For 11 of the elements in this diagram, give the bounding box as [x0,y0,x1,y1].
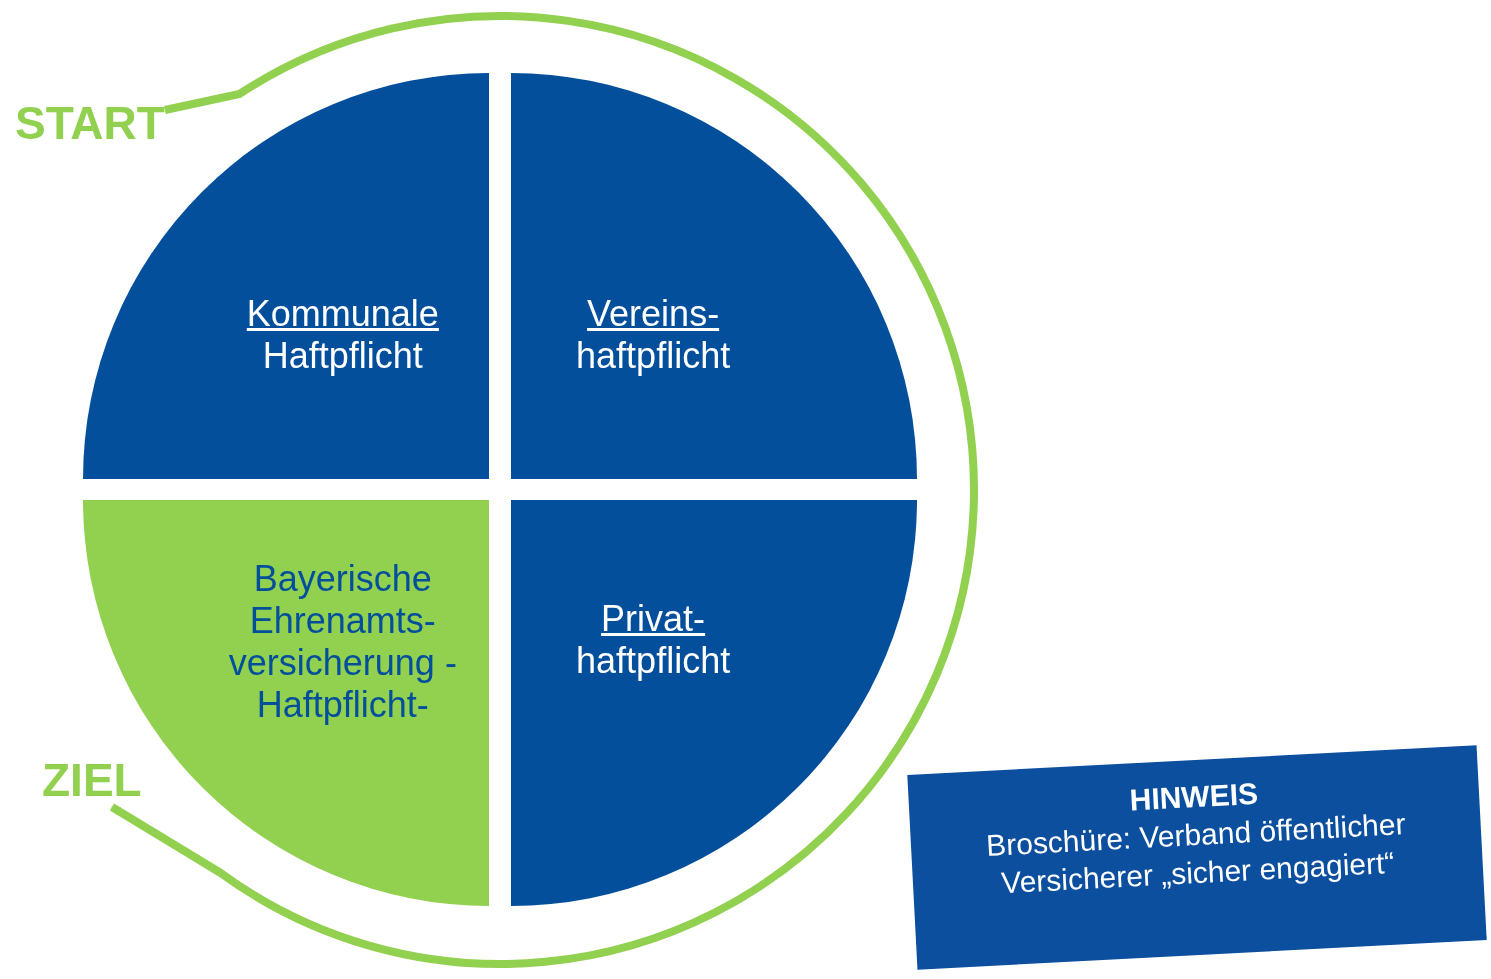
link-text: Kommunale [245,293,440,335]
start-end-label: ZIEL [42,753,142,807]
start-end-label: START [15,96,165,150]
segment-label: haftpflicht [575,640,732,682]
link-text: Vereins- [586,293,721,335]
segment-label: Bayerische Ehrenamts- versicherung -Haftpflicht- [227,558,458,726]
segment-label: Haftpflicht [261,335,424,377]
cycle-arrow [109,12,978,968]
note-heading: HINWEIS [1127,775,1260,819]
link-text: Privat- [600,598,707,640]
segment-label: haftpflicht [575,335,732,377]
